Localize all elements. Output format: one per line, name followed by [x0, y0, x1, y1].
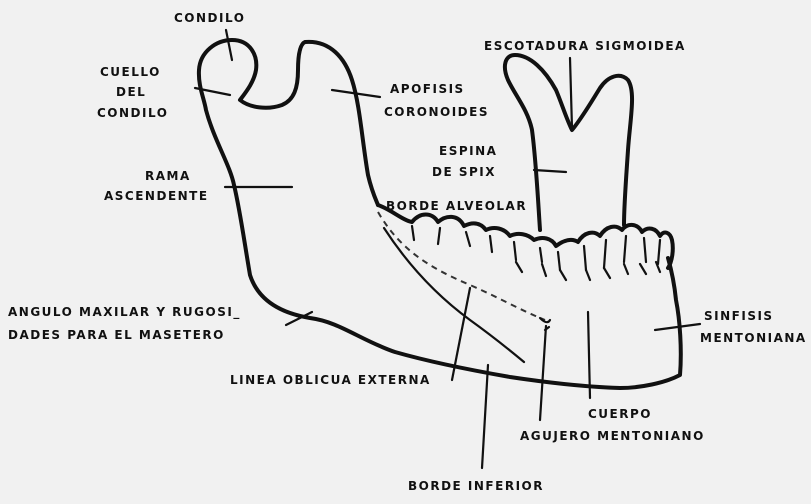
leader-escotadura: [570, 58, 572, 128]
label-cuerpo: CUERPO: [588, 407, 652, 421]
label-espina-1: ESPINA: [439, 144, 497, 158]
label-sinfisis-2: MENTONIANA: [700, 331, 807, 345]
tooth-roots: [412, 226, 660, 270]
label-borde-alveolar: BORDE ALVEOLAR: [386, 199, 527, 213]
label-angulo-2: DADES PARA EL MASETERO: [8, 328, 225, 342]
label-agujero: AGUJERO MENTONIANO: [520, 429, 705, 443]
condyle-coronoid-outline: [232, 40, 378, 205]
label-borde-inferior: BORDE INFERIOR: [408, 479, 544, 493]
label-sinfisis-1: SINFISIS: [704, 309, 774, 323]
label-rama-1: RAMA: [145, 169, 191, 183]
label-linea-oblicua: LINEA OBLICUA EXTERNA: [230, 373, 431, 387]
label-cuello-2: DEL: [116, 85, 146, 99]
teeth-row: [378, 205, 673, 268]
label-apofisis-2: CORONOIDES: [384, 105, 489, 119]
external-oblique-line: [384, 228, 524, 362]
label-espina-2: DE SPIX: [432, 165, 496, 179]
leader-espina: [534, 170, 566, 172]
label-apofisis-1: APOFISIS: [390, 82, 465, 96]
tooth-marks: [516, 262, 660, 280]
label-rama-2: ASCENDENTE: [104, 189, 209, 203]
label-cuello-3: CONDILO: [97, 106, 168, 120]
label-cuello-1: CUELLO: [100, 65, 161, 79]
internal-oblique-line: [378, 212, 545, 320]
leader-agujero: [540, 326, 546, 420]
label-condilo: CONDILO: [174, 11, 245, 25]
label-angulo-1: ANGULO MAXILAR Y RUGOSI_: [8, 305, 241, 320]
leader-condilo: [226, 30, 232, 60]
leader-borde-inferior: [482, 365, 488, 468]
label-escotadura: ESCOTADURA SIGMOIDEA: [484, 39, 686, 53]
